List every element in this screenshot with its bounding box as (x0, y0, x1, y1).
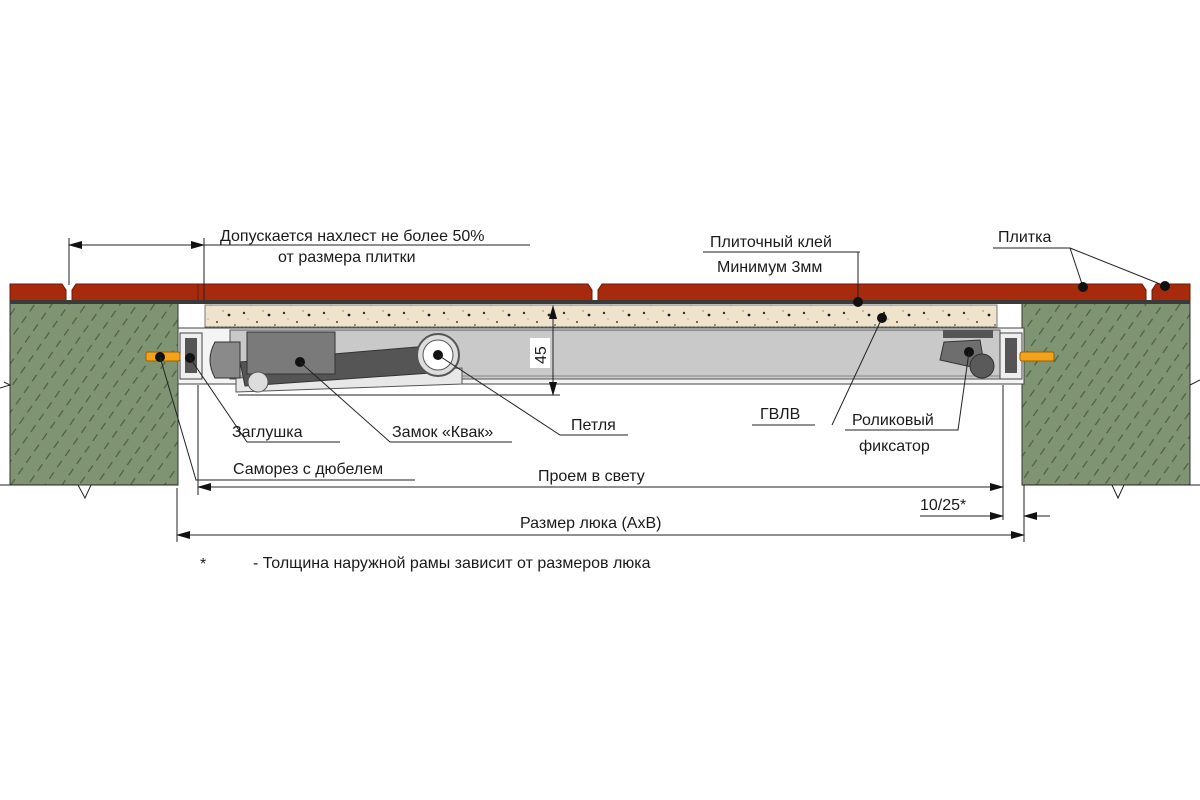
plug-label: Заглушка (232, 424, 303, 441)
lock-label: Замок «Квак» (392, 424, 493, 441)
roller-latch (939, 330, 995, 379)
tile-label: Плитка (998, 229, 1051, 246)
hatch-size-label: Размер люка (AxB) (520, 515, 661, 532)
thickness-dimension: 45 (238, 305, 560, 396)
lock-mechanism (209, 331, 463, 393)
overlap-label-line2: от размера плитки (278, 249, 416, 266)
gvlv-label: ГВЛВ (760, 406, 800, 423)
roller-label-line1: Роликовый (852, 412, 934, 429)
screw-label: Саморез с дюбелем (233, 461, 383, 478)
footnote-marker: * (200, 556, 206, 573)
right-dowel-icon (1019, 351, 1055, 362)
frame-gap-label: 10/25* (920, 497, 966, 514)
tile-row (9, 283, 1191, 304)
adhesive-label-line1: Плиточный клей (710, 234, 832, 251)
overlap-label-line1: Допускается нахлест не более 50% (220, 228, 485, 245)
footnote-text: - Толщина наружной рамы зависит от разме… (253, 555, 651, 572)
overlap-dimension (68, 238, 530, 300)
thickness-value: 45 (533, 346, 550, 364)
opening-label: Проем в свету (538, 468, 645, 485)
roller-label-line2: фиксатор (859, 438, 930, 455)
right-plug (999, 332, 1023, 380)
right-wall (1021, 301, 1200, 500)
adhesive-label-line2: Минимум 3мм (717, 259, 822, 276)
left-wall (0, 301, 179, 500)
hinge-label: Петля (571, 417, 616, 434)
